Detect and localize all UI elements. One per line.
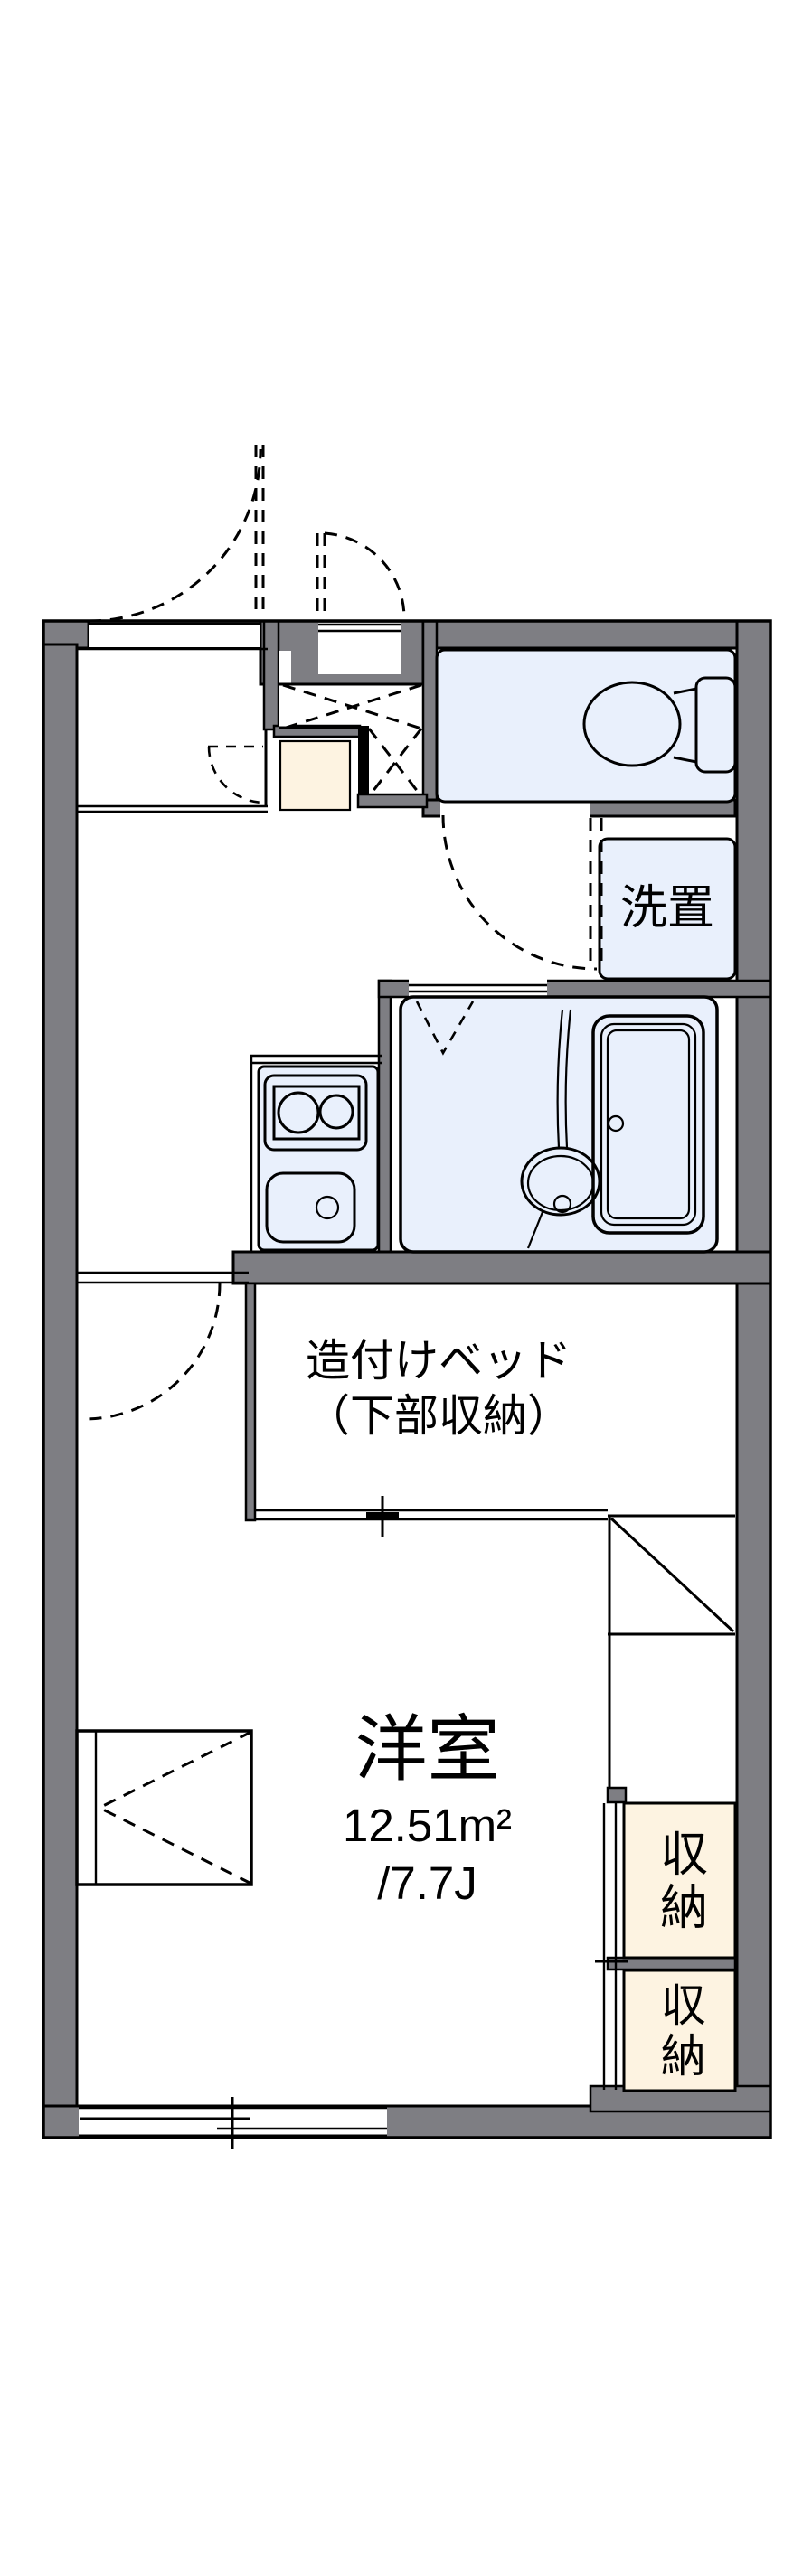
bath-door-swing [415, 1001, 475, 1056]
wall-bath-bottom [231, 1250, 772, 1285]
wall-storage-divider [606, 1956, 737, 1971]
laundry-label: 洗置 [619, 882, 714, 935]
built-in-bed-label-line2: （下部収納） [305, 1392, 571, 1441]
toilet-room-floor [435, 648, 737, 804]
wall-entry-jamb [262, 619, 280, 731]
sink-icon [265, 1171, 356, 1244]
kitchen [250, 1054, 382, 1252]
storage-closets [595, 1801, 737, 2092]
bathroom [399, 995, 719, 1254]
wall-toilet-left [421, 619, 439, 818]
entrance-door-opening [89, 624, 260, 647]
storage-upper-label: 収納 [653, 1829, 707, 1935]
wall-bed-left [244, 1282, 257, 1522]
entrance-door-swing [88, 445, 265, 623]
built-in-bed-label-line1: 造付けベッド [305, 1336, 571, 1386]
shower-area-icon [520, 1009, 601, 1249]
entrance-area [77, 682, 423, 813]
bathtub-icon [591, 1014, 705, 1235]
bedroom-door-swing [83, 1283, 222, 1421]
shoe-closet [279, 682, 423, 797]
built-in-bed-area [77, 1271, 608, 1537]
wall-right [735, 619, 772, 2139]
laundry-box [598, 837, 737, 981]
balcony-window [79, 2097, 387, 2149]
room-area-tatami-label: /7.7J [377, 1857, 477, 1910]
storage-lower-label: 収納 [654, 1980, 705, 2082]
stove-icon [263, 1074, 368, 1152]
storage-lower-box [622, 1969, 737, 2092]
toilet-door-swing [441, 814, 603, 971]
wall-kitchen-bath-divider [377, 979, 392, 1255]
side-door-swing [316, 531, 406, 619]
door-swings [83, 445, 603, 1421]
kitchen-counter [257, 1065, 380, 1252]
closet-slot [279, 651, 291, 728]
wall-storage-stub [606, 1786, 628, 1804]
refrigerator-diagonal [609, 1517, 735, 1633]
wall-left [42, 643, 79, 2139]
wall-closet-step [358, 726, 369, 804]
building-outline [42, 619, 772, 2139]
built-in-bed-label: 造付けベッド （下部収納） [244, 1330, 633, 1448]
genkan-door-swing [207, 745, 266, 804]
wall-closet-bottom [356, 793, 429, 809]
side-window [75, 1729, 253, 1886]
room-name-label: 洋室 [354, 1708, 500, 1790]
room-area-m2-label: 12.51m² [342, 1800, 513, 1852]
laundry-space [598, 837, 737, 981]
genkan-floor [279, 739, 352, 812]
refrigerator-space [608, 1514, 735, 1788]
toilet-icon [582, 676, 737, 774]
storage-upper-box [622, 1801, 737, 1960]
toilet-room [435, 648, 737, 804]
